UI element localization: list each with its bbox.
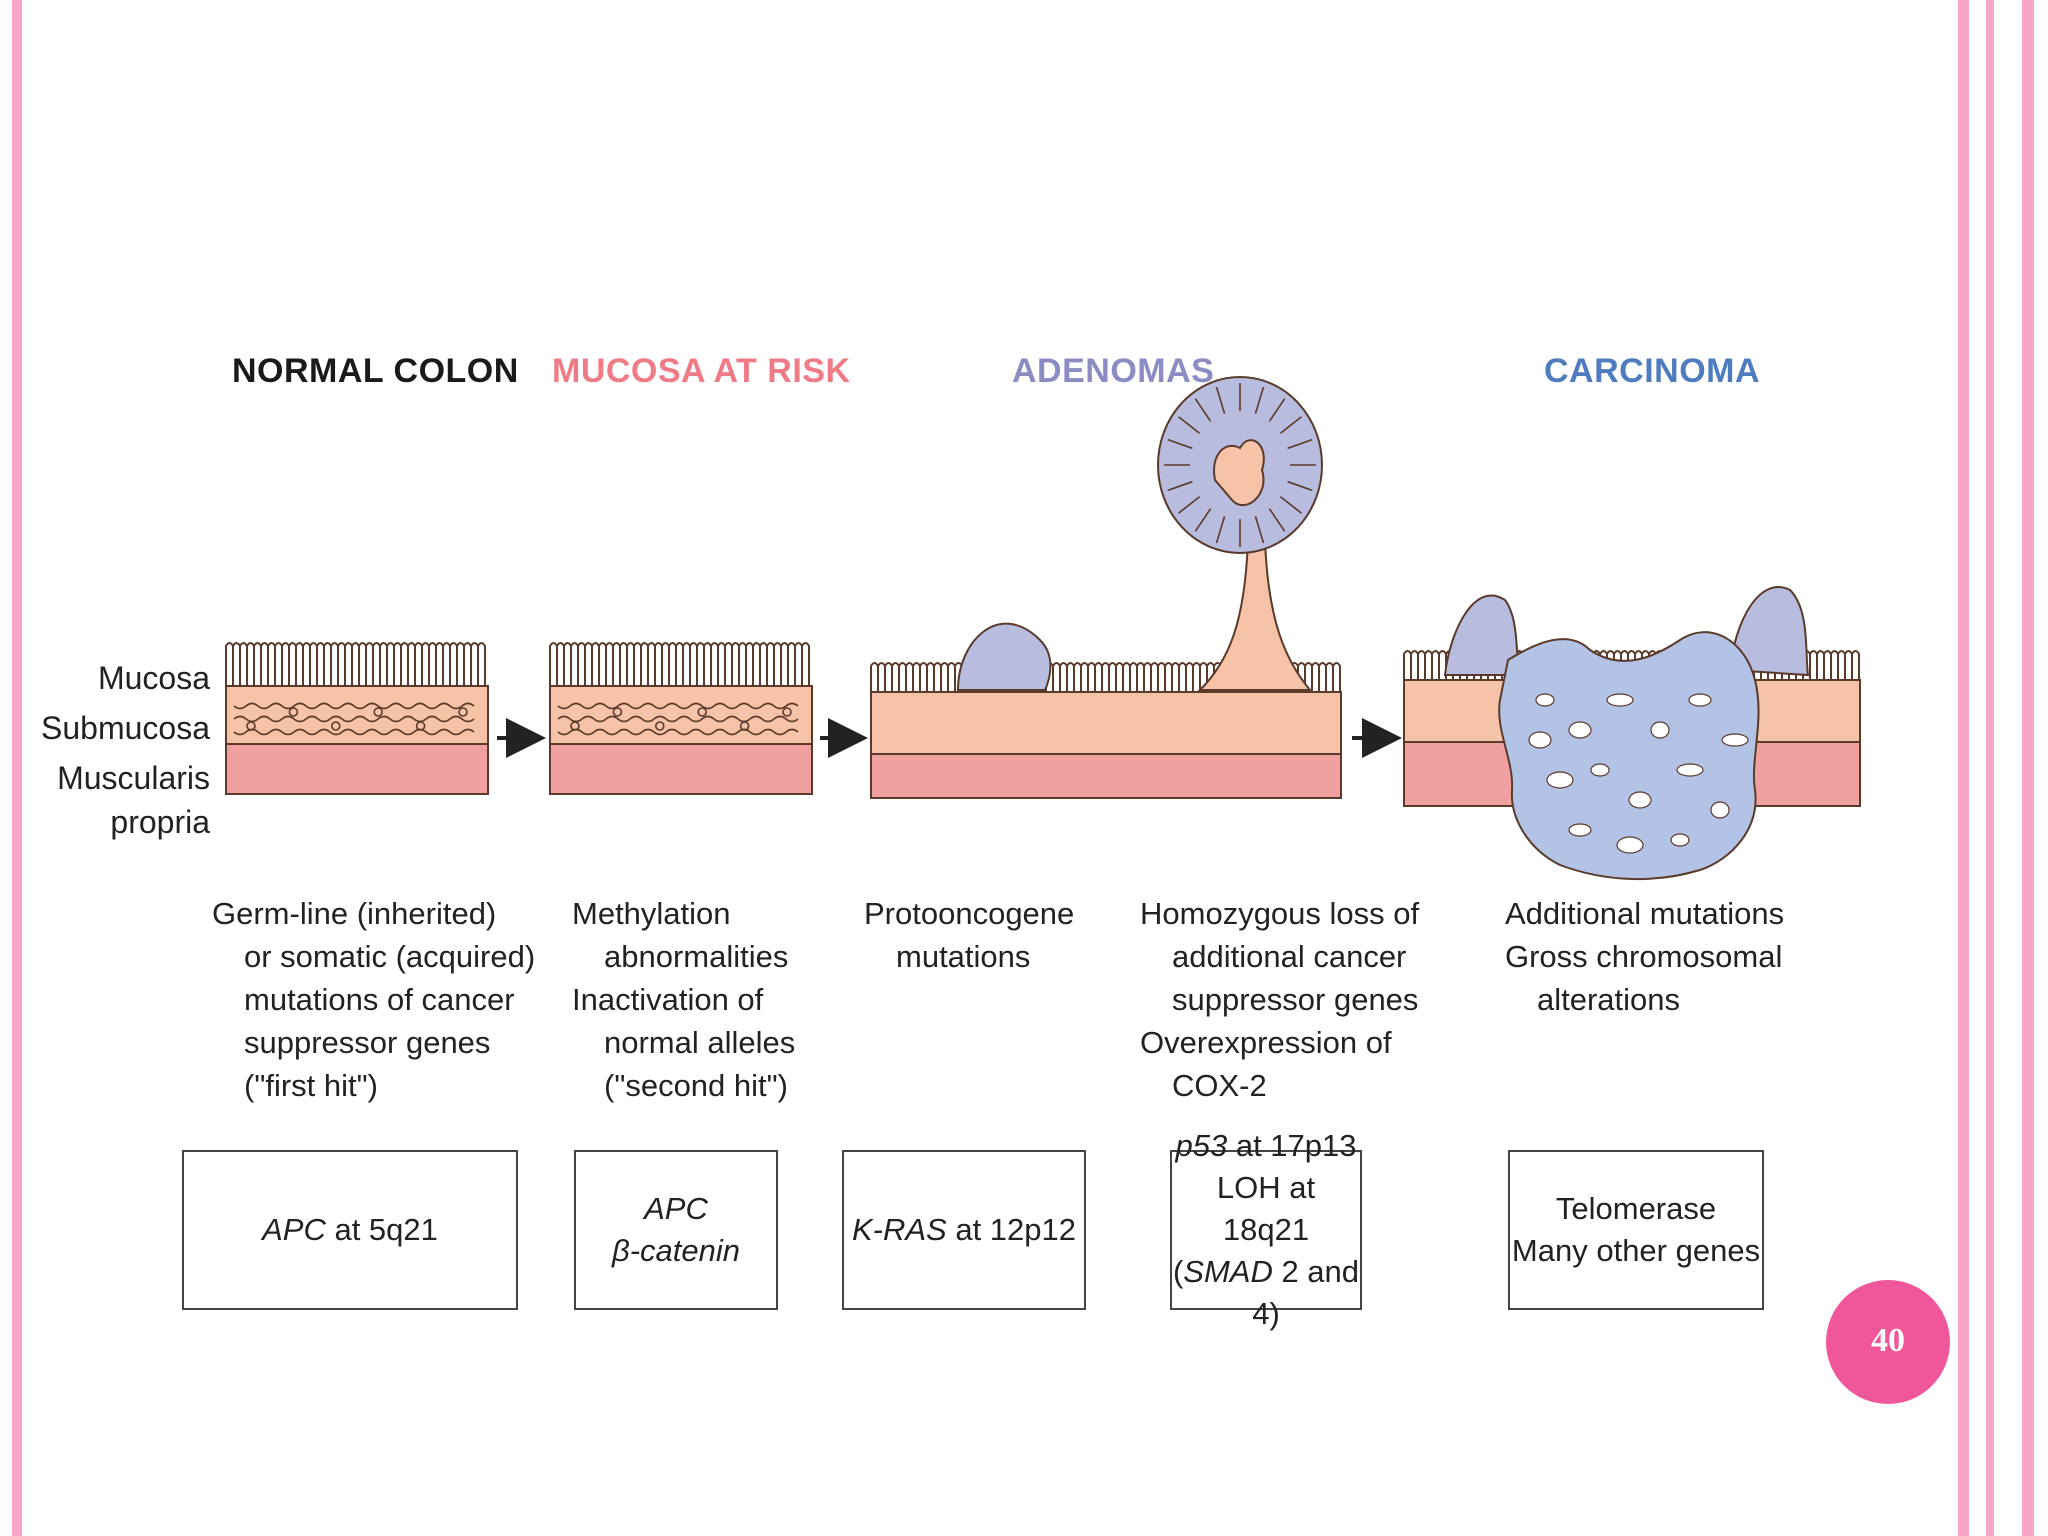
- submucosa-cell: [246, 721, 256, 731]
- tumor-gland: [1606, 693, 1634, 707]
- tumor-gland: [1568, 721, 1592, 739]
- polyp-fold: [1167, 438, 1193, 450]
- submucosa-cell: [330, 721, 341, 731]
- tumor-gland: [1670, 833, 1690, 847]
- description-additional-mutations: Additional mutations Gross chromosomal a…: [1505, 896, 1785, 1017]
- polyp-fold: [1215, 386, 1226, 414]
- polyp-fold: [1254, 386, 1265, 414]
- polyp-fold: [1215, 516, 1226, 544]
- polyp-fold: [1167, 480, 1193, 492]
- polyp-fold: [1178, 496, 1201, 514]
- submucosa-fibre: [557, 702, 799, 710]
- slide-frame-right: [2022, 0, 2034, 1536]
- gene-box-apc: APC at 5q21: [182, 1150, 518, 1310]
- tumor-gland: [1528, 731, 1552, 749]
- layer-label-submucosa: Submucosa: [41, 710, 210, 746]
- page-number: 40: [1871, 1322, 1905, 1359]
- tumor-gland: [1710, 801, 1730, 819]
- description-homozygous-loss: Homozygous loss of additional cancer sup…: [1140, 896, 1420, 1103]
- stage-title-adenomas: ADENOMAS: [1012, 352, 1215, 390]
- description-protooncogene: Protooncogene mutations: [864, 896, 1075, 974]
- gene-box-p53: p53 at 17p13 LOH at 18q21 (SMAD 2 and 4): [1170, 1128, 1362, 1331]
- tumor-gland: [1688, 693, 1712, 707]
- layer-label-propria: propria: [110, 804, 210, 840]
- tissue-normal-colon: [225, 642, 489, 795]
- submucosa-fibre: [233, 715, 475, 723]
- slide-frame-right: [1986, 0, 1994, 1536]
- tumor-gland: [1676, 763, 1704, 777]
- tissue-mucosa-at-risk: [549, 642, 813, 795]
- gene-box-kras: K-RAS at 12p12: [842, 1150, 1086, 1310]
- polyp-fold: [1287, 438, 1313, 450]
- layer-label-mucosa: Mucosa: [97, 660, 210, 696]
- layer-label-muscularis: Muscularis: [57, 760, 210, 796]
- stage-title-carcinoma: CARCINOMA: [1544, 352, 1761, 390]
- tumor-gland: [1616, 836, 1644, 854]
- polyp-fold: [1287, 480, 1313, 492]
- tumor-gland: [1650, 721, 1670, 739]
- submucosa-cell: [697, 707, 708, 717]
- polyp-fold: [1194, 508, 1212, 532]
- polyp-fold: [1268, 508, 1286, 532]
- submucosa-fibre: [233, 702, 475, 710]
- polyp-fold: [1254, 516, 1265, 544]
- submucosa-cell: [415, 721, 426, 731]
- gene-box-telomerase: Telomerase Many other genes: [1508, 1150, 1764, 1310]
- submucosa-cell: [373, 707, 384, 717]
- submucosa-cell: [570, 721, 580, 731]
- stage-title-normal-colon: NORMAL COLON: [232, 352, 519, 390]
- tumor-gland: [1721, 733, 1749, 747]
- description-second-hit: Methylation abnormalities Inactivation o…: [572, 896, 796, 1103]
- submucosa-cell: [654, 721, 665, 731]
- tissue-adenomas: [870, 376, 1342, 799]
- tissue-carcinoma: [1403, 586, 1861, 881]
- tumor-gland: [1628, 791, 1652, 809]
- polyp-fold: [1268, 398, 1286, 422]
- submucosa-cell: [612, 707, 623, 717]
- submucosa-fibre: [557, 728, 799, 736]
- page-number-badge: [1826, 1280, 1950, 1404]
- slide-frame-left: [12, 0, 22, 1536]
- polyp-fold: [1279, 496, 1302, 514]
- description-first-hit: Germ-line (inherited) or somatic (acquir…: [212, 896, 536, 1103]
- gene-box-apc-beta-catenin: APC β-catenin: [574, 1150, 778, 1310]
- tumor-gland: [1568, 823, 1592, 837]
- tumor-gland: [1546, 771, 1574, 789]
- stage-title-mucosa-at-risk: MUCOSA AT RISK: [552, 352, 851, 390]
- submucosa-fibre: [557, 715, 799, 723]
- tumor-gland: [1535, 693, 1555, 707]
- tumor-gland: [1590, 763, 1610, 777]
- submucosa-fibre: [233, 728, 475, 736]
- polyp-fold: [1194, 398, 1212, 422]
- polyp-fold: [1279, 416, 1302, 434]
- submucosa-cell: [782, 707, 792, 717]
- submucosa-cell: [288, 707, 299, 717]
- polyp-fold: [1178, 416, 1201, 434]
- submucosa-cell: [739, 721, 750, 731]
- slide-frame-right: [1958, 0, 1969, 1536]
- submucosa-cell: [458, 707, 468, 717]
